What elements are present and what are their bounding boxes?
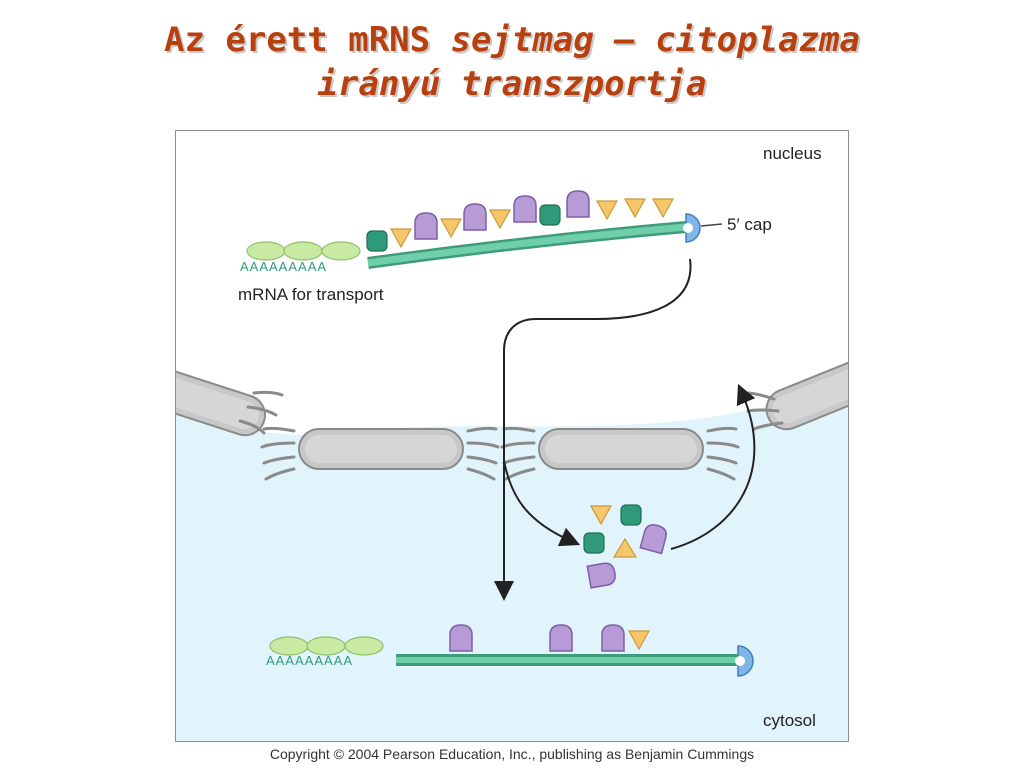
title-line1-b: sejtmag – citoplazma (450, 20, 860, 60)
diagram-panel: nucleus 5′ cap AAAAAAAAA mRNA for transp… (175, 130, 849, 742)
cap-label: 5′ cap (727, 215, 772, 234)
cytosol-label: cytosol (763, 711, 816, 730)
title-line1-a: Az érett mRNS (164, 20, 451, 60)
diagram-svg (176, 190, 848, 741)
mrna-top (246, 190, 723, 269)
released-proteins (583, 504, 669, 589)
mrna-for-transport-label: mRNA for transport (238, 285, 384, 304)
polya-top-label: AAAAAAAAA (240, 259, 328, 274)
mrna-bottom (269, 624, 754, 677)
polya-bottom-label: AAAAAAAAA (266, 653, 354, 668)
nucleus-label: nucleus (763, 144, 822, 163)
cytosol-region (176, 383, 848, 741)
copyright-notice: Copyright © 2004 Pearson Education, Inc.… (269, 746, 755, 762)
slide-title: Az érett mRNS sejtmag – citoplazma irány… (0, 18, 1024, 106)
title-line2: irányú transzportja (317, 64, 707, 104)
transport-arrows (494, 258, 756, 601)
